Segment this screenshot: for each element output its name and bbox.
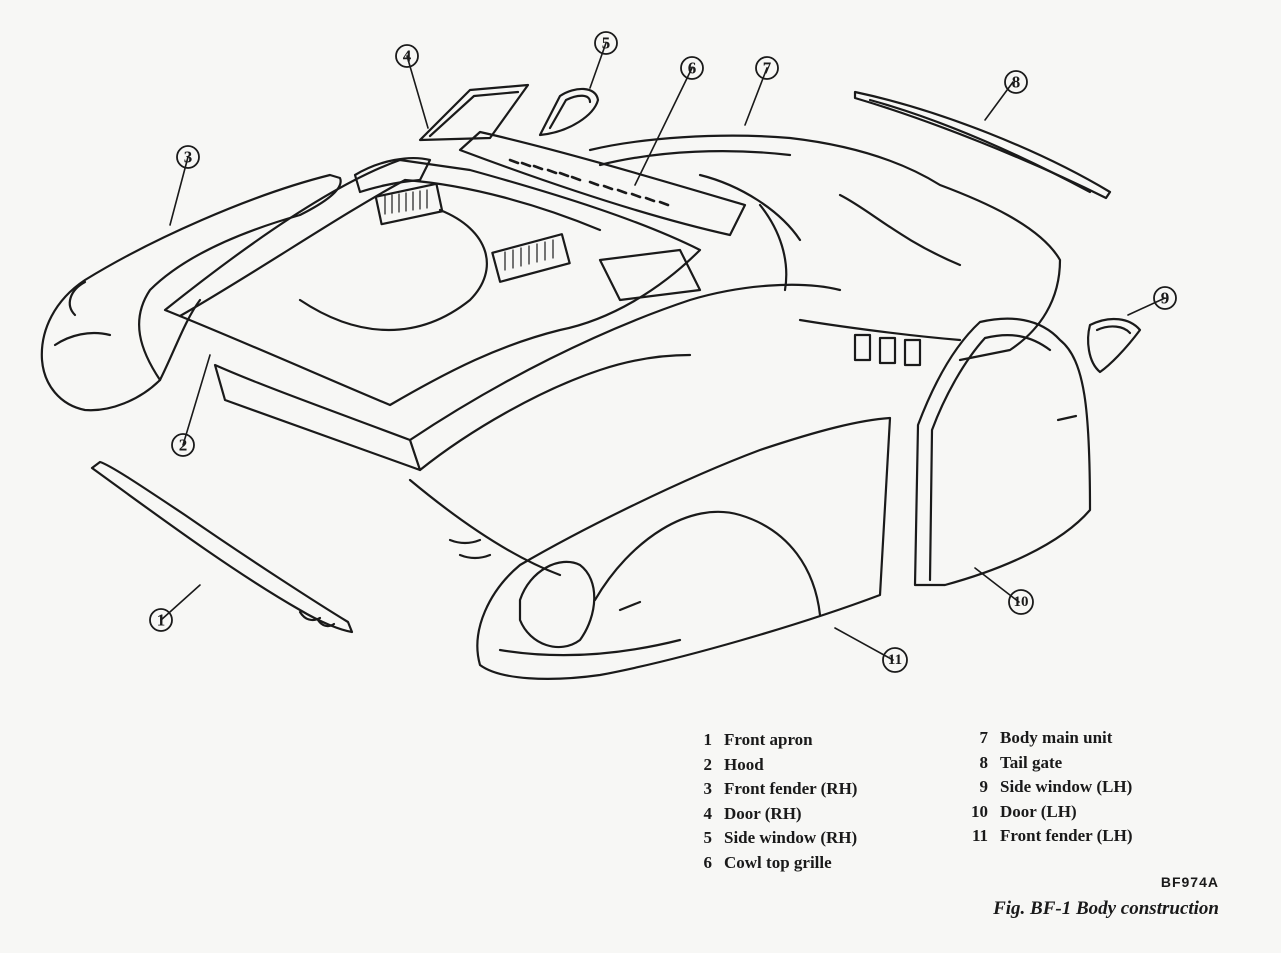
callout-1: 1	[149, 608, 173, 632]
legend-item-number: 2	[703, 754, 713, 774]
legend-item-number: 1	[703, 730, 713, 749]
side-window-lh	[1087, 317, 1142, 374]
legend-item-number: 10	[971, 801, 988, 821]
legend-item: 11 Front fender (LH)	[958, 824, 1133, 849]
callout-3: 3	[176, 145, 200, 169]
front-apron	[90, 460, 354, 634]
callout-5: 5	[594, 31, 618, 55]
body-main-unit	[213, 134, 1062, 577]
callout-10: 10	[1008, 589, 1034, 615]
legend-item: 3 Front fender (RH)	[690, 777, 858, 802]
svg-text:10: 10	[1014, 594, 1029, 610]
callout-9: 9	[1153, 286, 1177, 310]
callout-leaders	[160, 42, 1166, 661]
door-rh	[353, 83, 530, 194]
legend-item-label: Door (LH)	[1000, 801, 1077, 821]
front-fender-lh	[476, 416, 892, 680]
svg-text:1: 1	[157, 611, 166, 630]
front-fender-rh	[40, 173, 342, 412]
legend-item-label: Body main unit	[1000, 728, 1113, 747]
legend-item: 7 Body main unit	[958, 726, 1133, 751]
svg-text:9: 9	[1161, 289, 1170, 308]
legend-item-label: Door (RH)	[724, 803, 802, 823]
legend-item-label: Tail gate	[1000, 752, 1063, 772]
door-lh	[913, 317, 1092, 587]
cowl-top-grille	[458, 130, 747, 237]
legend-item: 1 Front apron	[690, 728, 857, 753]
callout-7: 7	[755, 56, 779, 80]
callout-6: 6	[680, 56, 704, 80]
side-window-rh	[538, 87, 600, 137]
callout-2: 2	[171, 433, 195, 457]
legend-item: 8 Tail gate	[958, 751, 1133, 776]
legend-item-number: 7	[979, 728, 989, 747]
legend-item: 9 Side window (LH)	[958, 775, 1133, 800]
svg-text:4: 4	[403, 47, 412, 66]
legend-item: 6 Cowl top grille	[690, 851, 857, 876]
legend-item-number: 3	[703, 779, 713, 798]
legend-item: 5 Side window (RH)	[690, 826, 858, 851]
legend-item-number: 11	[971, 826, 988, 845]
svg-text:7: 7	[763, 59, 772, 78]
legend-item-number: 8	[979, 752, 989, 772]
svg-text:3: 3	[184, 148, 193, 167]
legend-item-label: Front fender (RH)	[724, 779, 858, 798]
figure-code: BF974A	[1160, 874, 1219, 890]
svg-text:8: 8	[1012, 73, 1021, 92]
svg-text:6: 6	[688, 59, 697, 78]
svg-text:11: 11	[888, 652, 902, 668]
legend-item-label: Front fender (LH)	[1000, 826, 1133, 845]
callout-4: 4	[395, 44, 419, 68]
legend-item-label: Front apron	[724, 730, 813, 749]
callout-8: 8	[1004, 70, 1028, 94]
legend-item: 10 Door (LH)	[958, 800, 1133, 825]
legend-item-number: 9	[979, 777, 989, 796]
legend-item-label: Side window (RH)	[724, 828, 858, 847]
parts-legend-right: 7 Body main unit 8 Tail gate 9 Side window …	[958, 726, 1133, 849]
svg-text:2: 2	[179, 436, 188, 455]
legend-item-label: Cowl top grille	[724, 852, 832, 872]
figure-caption: Fig. BF-1 Body construction	[993, 898, 1219, 919]
tail-gate	[853, 90, 1112, 200]
legend-item: 2 Hood	[690, 753, 857, 778]
hood	[163, 158, 702, 407]
legend-item-number: 6	[703, 852, 713, 872]
legend-item-label: Side window (LH)	[1000, 777, 1133, 796]
legend-item-number: 5	[703, 828, 713, 847]
legend-item-number: 4	[703, 803, 713, 823]
callout-markers: 1 2 3 4 5 6 7 8 9 10 11	[149, 31, 1177, 673]
svg-text:5: 5	[602, 34, 611, 53]
exploded-body-diagram: 1 2 3 4 5 6 7 8 9 10 11	[40, 31, 1177, 680]
callout-11: 11	[882, 647, 908, 673]
legend-item: 4 Door (RH)	[690, 802, 857, 827]
legend-item-label: Hood	[724, 754, 764, 774]
